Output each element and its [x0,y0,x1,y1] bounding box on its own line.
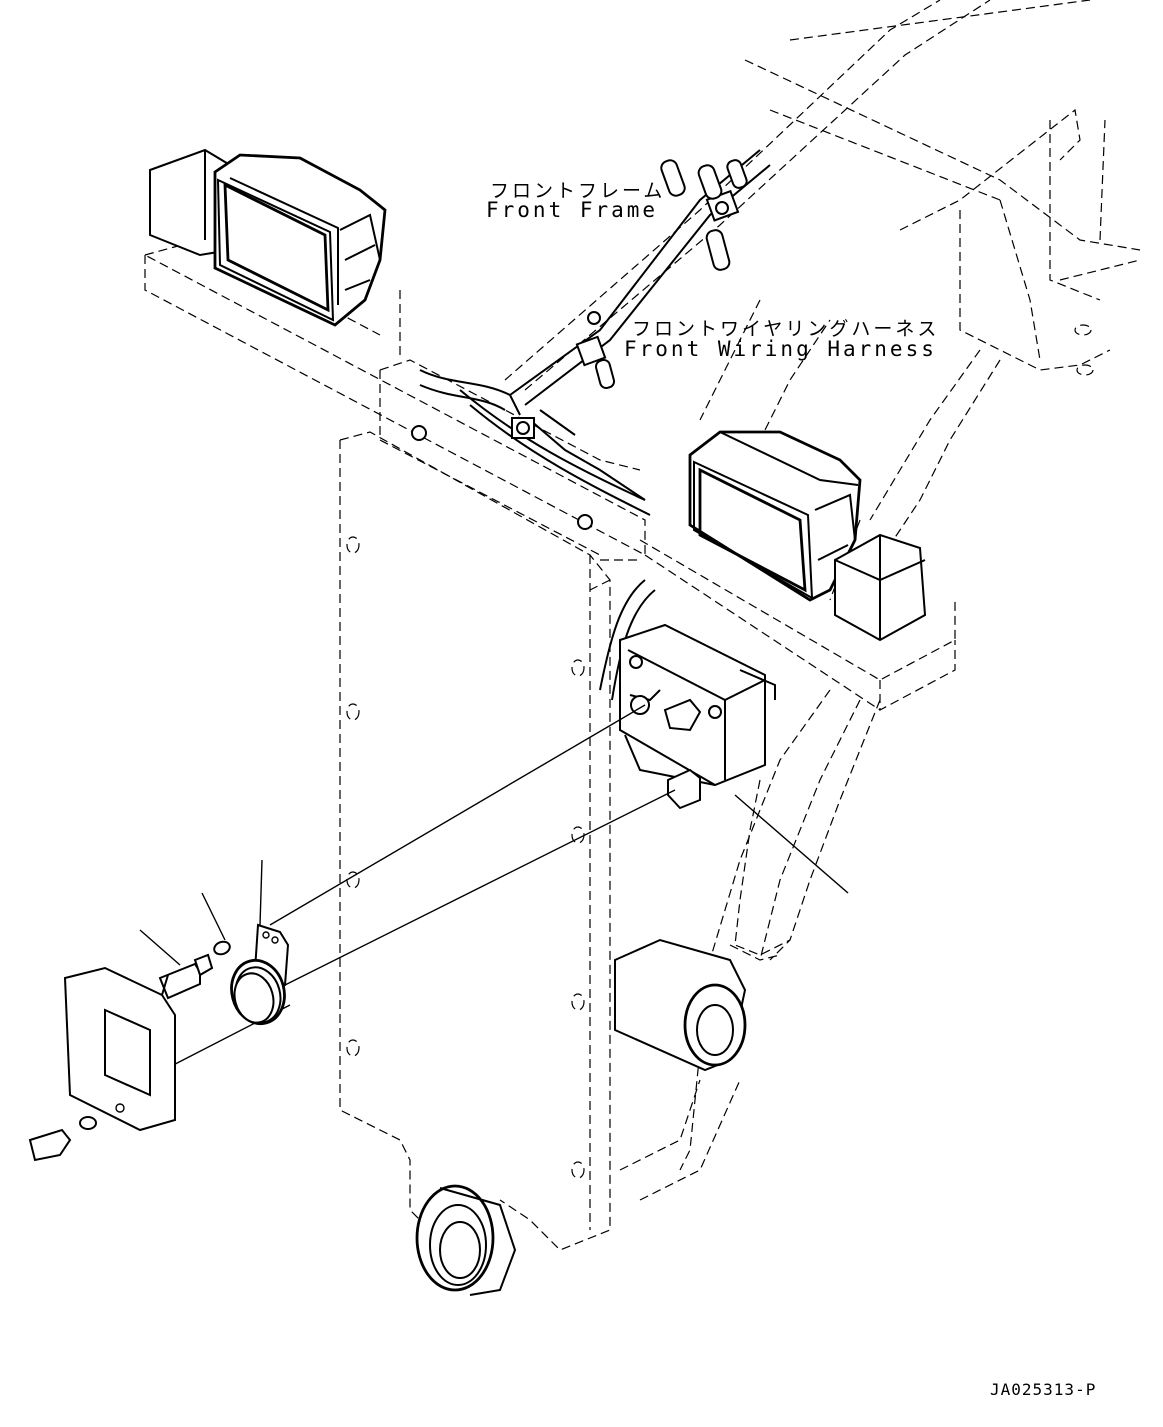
harness-clamps [411,159,748,530]
pivot-bushing-right [614,938,747,1072]
drawing-code: JA025313-P [990,1380,1097,1399]
horn-bracket [619,623,776,810]
fasteners-and-cover [28,940,231,1162]
front-harness-label-en: Front Wiring Harness [624,337,937,361]
assembly-leader-lines [114,704,849,1096]
front-frame-label-en: Front Frame [486,198,659,222]
pivot-bushing-left [415,1184,517,1296]
left-work-lamp [149,148,387,327]
front-harness-label-jp: フロントワイヤリングハーネス [632,318,940,340]
right-work-lamp [688,430,927,642]
mounting-plate [339,431,611,1251]
horn [230,923,290,1026]
wiring-harness [419,149,771,701]
front-frame-label-jp: フロントフレーム [490,180,666,202]
